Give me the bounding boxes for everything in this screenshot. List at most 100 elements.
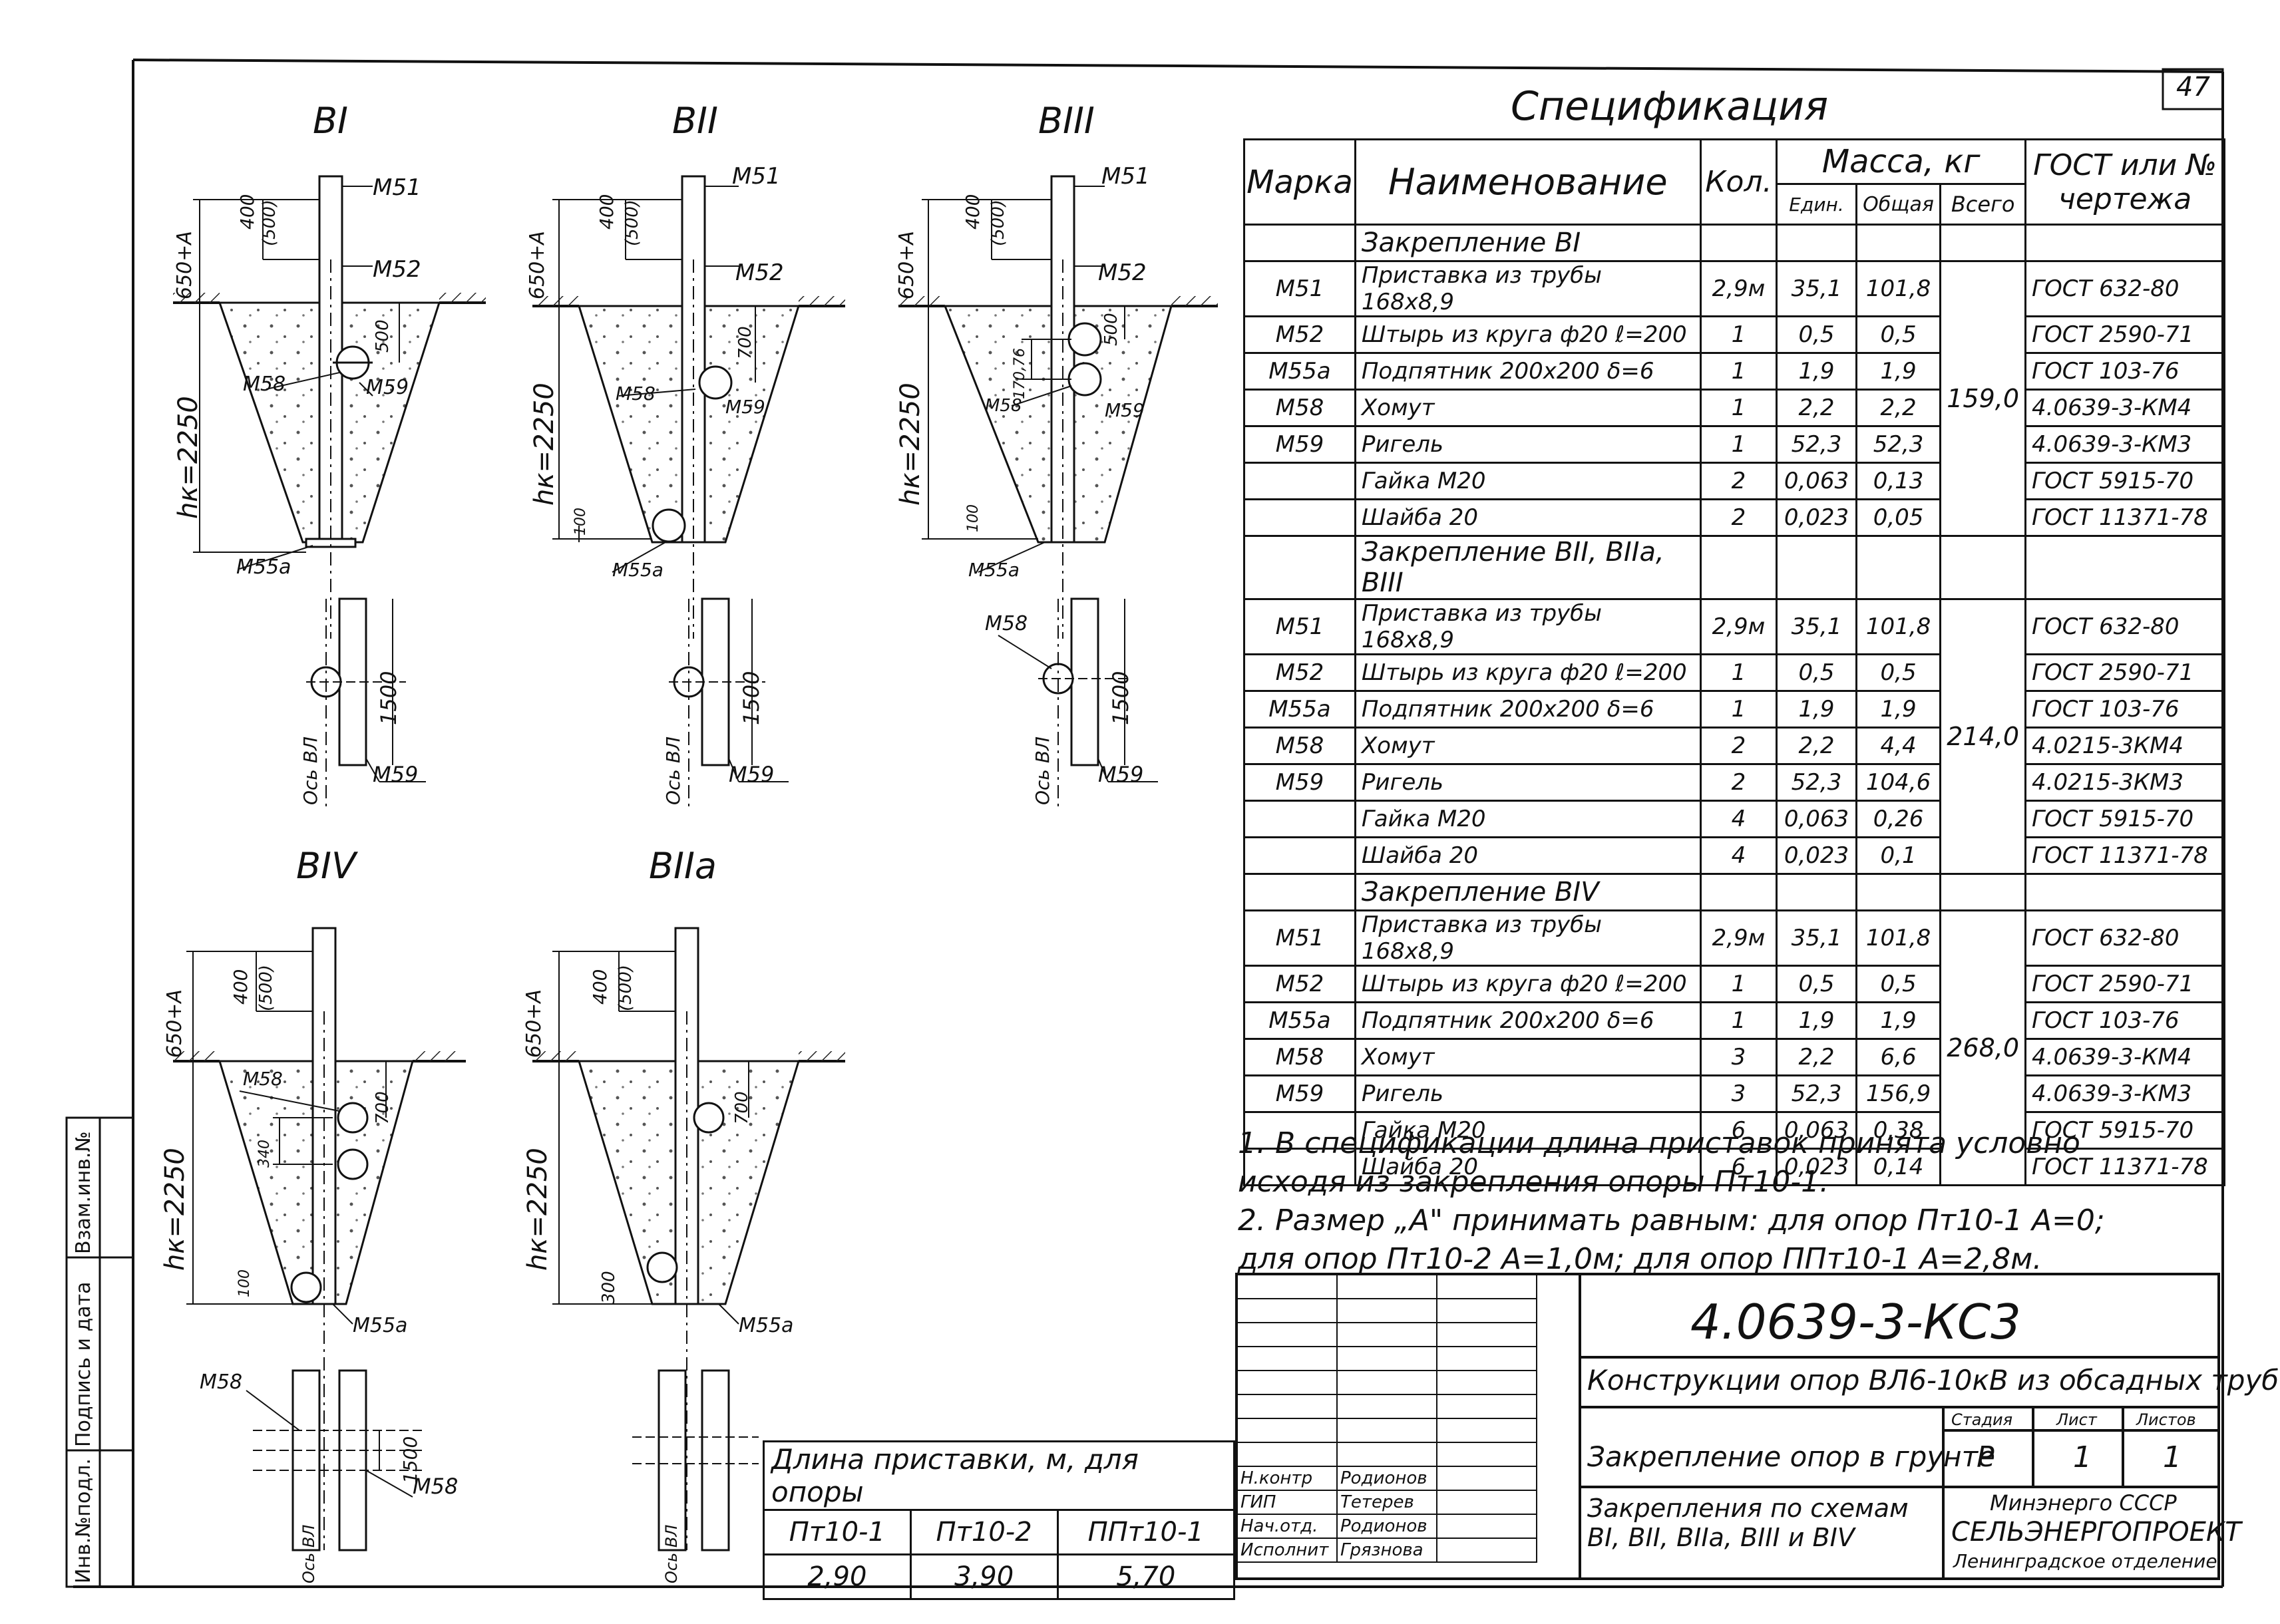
cell-qty: 1 [1699,690,1778,729]
table-row: Гайка М20 2 0,063 0,13 ГОСТ 5915-70 [1243,462,2225,500]
cell-total: 0,5 [1855,315,1942,354]
dim-400: 400 [596,194,618,230]
cell-qty: 6 [1699,1111,1778,1150]
cell-qty: 1 [1699,425,1778,464]
dim-100: 100 [236,1269,253,1297]
length-table: Длина приставки, м, для опоры Пт10-1 Пт1… [763,1440,1235,1600]
cell-mark: М55а [1243,1001,1356,1040]
cell-gost: 4.0639-3-КМ3 [2024,1074,2225,1113]
org-branch: Ленинградское отделение [1953,1550,2217,1572]
cell-total: 0,5 [1855,965,1942,1003]
cell-total: 0,5 [1855,653,1942,692]
cell-mark [1243,836,1356,875]
label-m59: М59 [1105,399,1145,421]
cell-name: Гайка М20 [1354,800,1702,838]
cell-mark: М52 [1243,315,1356,354]
cell-unit: 2,2 [1776,1038,1857,1076]
label-axis: Ось ВЛ [662,736,684,805]
cell-name: Шайба 20 [1354,836,1702,875]
section-title: Закрепление ВIV [1354,873,1702,911]
sheet-label: Лист [2056,1410,2097,1429]
table-row: Шайба 20 2 0,023 0,05 ГОСТ 11371-78 [1243,498,2225,537]
cell-gost: 4.0639-3-КМ4 [2024,1038,2225,1076]
cell-gost: 4.0639-3-КМ4 [2024,389,2225,427]
cell-mark: М59 [1243,763,1356,802]
org-ministry: Минэнерго СССР [1990,1490,2177,1516]
cell-mark: М55а [1243,690,1356,729]
sign-name: Родионов [1336,1466,1437,1491]
spec-table: Марка Наименование Кол. Масса, кг ГОСТ и… [1243,138,2225,1186]
cell-qty: 1 [1699,653,1778,692]
sign-role: ГИП [1236,1490,1338,1515]
section-row: Закрепление ВIV [1243,873,2225,911]
signature-table: Н.контр Родионов ГИП Тетерев Нач.отд. Ро… [1236,1274,1537,1563]
table-row: М58 Хомут 2 2,2 4,4 4.0215-3КМ4 [1243,727,2225,765]
length-value: 2,90 [763,1553,912,1600]
dim-500-paren: (500) [256,965,276,1011]
cell-total: 101,8 [1855,598,1942,655]
dim-700: 700 [373,1091,393,1124]
label-m51: М51 [732,163,781,190]
scheme-title-b4: ВIV [296,845,356,887]
scheme-b4 [173,927,466,1551]
cell-name: Ригель [1354,763,1702,802]
dim-650a: 650+А [526,231,549,299]
dim-400: 400 [236,194,258,230]
label-m59: М59 [366,376,409,399]
dim-500: 500 [1101,313,1121,346]
label-m59-plan: М59 [373,762,419,787]
cell-total: 0,05 [1855,498,1942,537]
table-row: М51 Приставка из трубы 168х8,9 2,9м 35,1… [1243,909,2225,1186]
cell-name: Ригель [1354,425,1702,464]
label-m58-plan-2: М58 [413,1474,459,1499]
cell-total: 0,38 [1855,1111,1942,1150]
table-row: М59 Ригель 2 52,3 104,6 4.0215-3КМ3 [1243,763,2225,802]
cell-qty: 1 [1699,965,1778,1003]
cell-name: Хомут [1354,727,1702,765]
note-line: исходя из закрепления опоры Пт10-1. [1238,1165,1829,1199]
cell-name: Подпятник 200х200 δ=6 [1354,690,1702,729]
length-header: Пт10-1 [763,1509,912,1555]
cell-mark [1243,800,1356,838]
cell-unit: 0,063 [1776,1111,1857,1150]
cell-unit: 1,9 [1776,690,1857,729]
stamp-inv-no: Инв.№подл. [72,1458,95,1583]
cell-gost: ГОСТ 5915-70 [2024,1111,2225,1150]
stage-value: Р [1977,1440,1995,1474]
cell-unit: 1,9 [1776,1001,1857,1040]
table-row: М52 Штырь из круга ф20 ℓ=200 1 0,5 0,5 Г… [1243,653,2225,692]
cell-mark: М59 [1243,1074,1356,1113]
dim-1500: 1500 [399,1436,421,1484]
sign-name: Грязнова [1336,1538,1437,1563]
drawing-title: Закрепления по схемам ВI, ВII, ВIIа, ВII… [1587,1494,1909,1552]
label-m59-plan: М59 [1098,762,1144,787]
cell-qty: 1 [1699,1001,1778,1040]
dim-400: 400 [962,194,984,230]
cell-name: Подпятник 200х200 δ=6 [1354,1001,1702,1040]
cell-unit: 2,2 [1776,389,1857,427]
dim-hk: hк=2250 [522,1148,553,1271]
label-axis: Ось ВЛ [299,736,321,805]
label-m55a: М55а [968,559,1020,581]
table-row: М52 Штырь из круга ф20 ℓ=200 1 0,5 0,5 Г… [1243,315,2225,354]
label-m58: М58 [985,396,1022,416]
dim-500-paren: (500) [622,200,642,246]
cell-gost: ГОСТ 103-76 [2024,690,2225,729]
cell-qty: 3 [1699,1038,1778,1076]
scheme-b2 [532,175,845,812]
cell-mark: М52 [1243,653,1356,692]
cell-total: 1,9 [1855,690,1942,729]
stamp-sign-date: Подпись и дата [72,1281,95,1448]
cell-gost: ГОСТ 11371-78 [2024,498,2225,537]
sheet-number: 47 [2176,72,2210,102]
cell-mark: М58 [1243,389,1356,427]
dim-hk: hк=2250 [173,396,204,519]
table-row: М55а Подпятник 200х200 δ=6 1 1,9 1,9 ГОС… [1243,1001,2225,1040]
cell-section-total: 214,0 [1939,598,2027,875]
cell-unit: 0,5 [1776,965,1857,1003]
dim-500: 500 [373,319,393,353]
sheet-title: Закрепление опор в грунте [1587,1440,1995,1473]
cell-qty: 2,9м [1699,598,1778,655]
section-row: Закрепление ВII, ВIIа, ВIII [1243,535,2225,600]
